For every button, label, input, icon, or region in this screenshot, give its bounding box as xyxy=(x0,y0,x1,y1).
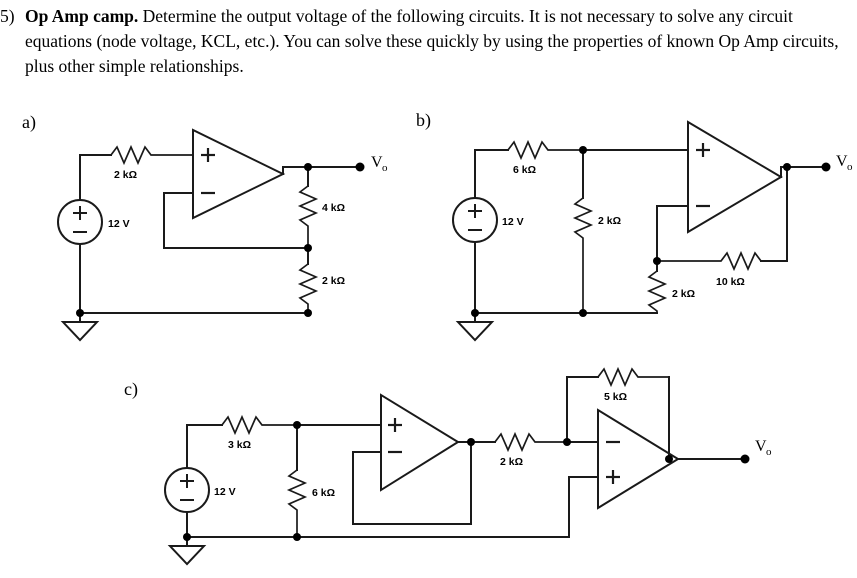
node-dot-c-summing xyxy=(563,438,571,446)
circuit-c-label: c) xyxy=(124,379,138,400)
problem-number: 5) xyxy=(0,6,15,26)
wire-b-inverting-lead xyxy=(656,205,689,262)
opamp-c2-body xyxy=(597,408,680,510)
output-label-a: V xyxy=(371,154,383,171)
output-label-a-sub: o xyxy=(382,162,388,174)
resistor-4k-feedback-label: 4 kΩ xyxy=(322,202,345,214)
ground-symbol-c xyxy=(167,545,207,566)
wire-a-output xyxy=(282,166,361,175)
resistor-2k-divider-label: 2 kΩ xyxy=(598,215,621,227)
opamp-c1-body xyxy=(380,393,460,492)
voltage-source-c-plus-icon xyxy=(180,474,194,488)
wire-c-feedback-up xyxy=(566,376,599,443)
opamp-c2-plus-icon xyxy=(606,470,620,484)
node-dot-b-divider-bottom xyxy=(579,309,587,317)
resistor-5k-feedback-label: 5 kΩ xyxy=(604,391,627,403)
opamp-b1-body xyxy=(687,120,783,234)
resistor-2k-input-symbol xyxy=(494,431,567,453)
node-dot-a-output xyxy=(304,163,312,171)
resistor-6k-divider-label: 6 kΩ xyxy=(312,487,335,499)
wire-c-opamp2-plus-to-gnd xyxy=(568,476,599,538)
wire-a-feedback-to-inverting xyxy=(163,192,309,249)
resistor-3k-series-label: 3 kΩ xyxy=(228,439,251,451)
node-dot-b-ground xyxy=(471,309,479,317)
opamp-a1-plus-icon xyxy=(201,148,215,162)
node-dot-a-ground-right xyxy=(304,309,312,317)
node-dot-b-output xyxy=(783,163,791,171)
wire-b-output-down xyxy=(760,166,788,262)
node-dot-b-inverting xyxy=(653,257,661,265)
node-dot-b-divider-top xyxy=(579,146,587,154)
problem-body: Op Amp camp. Determine the output voltag… xyxy=(25,4,840,79)
output-label-b-sub: o xyxy=(847,161,853,173)
circuit-b: b) 6 kΩ 2 kΩ xyxy=(416,110,853,342)
terminal-dot-b-vo xyxy=(821,162,831,172)
voltage-source-b-label: 12 V xyxy=(502,216,524,228)
resistor-2k-gain-symbol xyxy=(646,270,668,313)
problem-statement-block: 5) Op Amp camp. Determine the output vol… xyxy=(0,4,840,79)
circuit-a: a) 2 kΩ 4 kΩ xyxy=(22,112,388,342)
resistor-2k-gain-label: 2 kΩ xyxy=(672,288,695,300)
wire-c-buffer-feedback xyxy=(352,441,472,525)
opamp-b1-plus-icon xyxy=(696,143,710,157)
resistor-2k-ground-label: 2 kΩ xyxy=(322,275,345,287)
resistor-4k-feedback-symbol xyxy=(297,185,319,248)
resistor-3k-series-symbol xyxy=(221,414,297,436)
ground-symbol-b xyxy=(455,321,495,342)
resistor-2k-divider-symbol xyxy=(572,197,594,313)
node-dot-a-ground-left xyxy=(76,309,84,317)
resistor-6k-series-label: 6 kΩ xyxy=(513,164,536,176)
node-dot-c-buffer-output xyxy=(467,438,475,446)
problem-title: Op Amp camp. xyxy=(25,6,139,26)
resistor-10k-feedback-symbol xyxy=(657,250,762,272)
voltage-source-a-label: 12 V xyxy=(108,218,130,230)
output-label-c-sub: o xyxy=(766,446,772,458)
node-dot-a-tap xyxy=(304,244,312,252)
resistor-10k-feedback-label: 10 kΩ xyxy=(716,276,745,288)
voltage-source-a-plus-icon xyxy=(73,206,87,220)
output-label-b: V xyxy=(836,153,848,170)
circuit-a-label: a) xyxy=(22,112,36,133)
output-label-c: V xyxy=(755,438,767,455)
circuit-b-label: b) xyxy=(416,110,431,131)
node-dot-c-divider-top xyxy=(293,421,301,429)
resistor-6k-series-symbol xyxy=(507,139,583,161)
ground-symbol-a xyxy=(60,321,100,342)
voltage-source-c-label: 12 V xyxy=(214,486,236,498)
opamp-a1-body xyxy=(192,128,286,220)
node-dot-c-ground xyxy=(183,533,191,541)
terminal-dot-c-vo xyxy=(740,454,750,464)
circuit-c: c) 3 kΩ 6 kΩ 2 k xyxy=(124,366,772,566)
resistor-2k-ground-symbol xyxy=(297,263,319,313)
resistor-6k-divider-symbol xyxy=(286,469,308,537)
node-dot-c-divider-bottom xyxy=(293,533,301,541)
terminal-dot-a-vo xyxy=(355,162,365,172)
node-dot-c-output xyxy=(665,455,673,463)
opamp-c1-plus-icon xyxy=(388,418,402,432)
voltage-source-b-plus-icon xyxy=(468,204,482,218)
resistor-2k-input-label: 2 kΩ xyxy=(500,456,523,468)
resistor-2k-series-symbol xyxy=(110,144,193,166)
problem-statement-text: Determine the output voltage of the foll… xyxy=(25,6,839,76)
resistor-2k-series-label: 2 kΩ xyxy=(114,169,137,181)
resistor-5k-feedback-symbol xyxy=(597,366,669,388)
